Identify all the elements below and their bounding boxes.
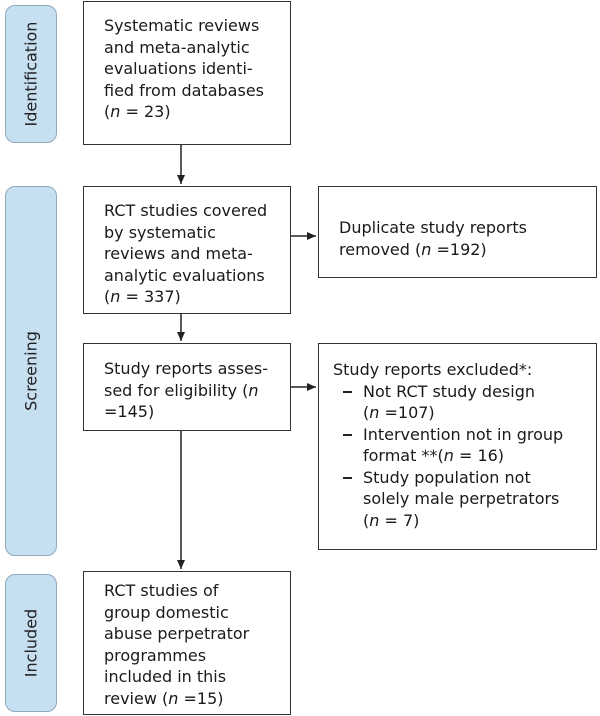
assessed-count: =145) [104, 402, 155, 421]
included-line-3: abuse perpetrator [104, 624, 250, 643]
included-line-2: group domestic [104, 602, 229, 622]
covered-count: (n = 337) [104, 287, 181, 306]
stage-included: Included [5, 574, 57, 712]
assessed-line-1: Study reports asses- [104, 359, 268, 378]
included-count: review (n =15) [104, 688, 224, 708]
stage-screening-label: Screening [21, 331, 41, 411]
covered-line-2: by systematic [104, 222, 216, 242]
box-covered: RCT studies covered by systematic review… [83, 186, 291, 314]
excluded-reason-not-rct: Not RCT study design (n =107) [333, 381, 586, 424]
stage-identification-label: Identification [21, 21, 41, 127]
identified-line-1: Systematic reviews [104, 16, 260, 35]
identified-line-4: fied from databases [104, 80, 264, 100]
excluded-title: Study reports excluded*: [333, 360, 533, 379]
included-line-1: RCT studies of [104, 581, 219, 600]
box-duplicates: Duplicate study reports removed (n =192) [318, 186, 597, 278]
covered-line-1: RCT studies covered [104, 201, 268, 220]
box-assessed: Study reports asses- sed for eligibility… [83, 343, 291, 431]
box-excluded: Study reports excluded*: Not RCT study d… [318, 343, 597, 550]
identified-line-3: evaluations identi- [104, 59, 253, 78]
box-included: RCT studies of group domestic abuse perp… [83, 571, 291, 715]
included-line-4: programmes [104, 645, 207, 665]
covered-line-4: analytic evaluations [104, 265, 265, 285]
excluded-reason-not-group: Intervention not in group format **(n = … [333, 424, 586, 467]
duplicates-count: removed (n =192) [339, 239, 487, 259]
assessed-line-2: sed for eligibility (n [104, 380, 259, 400]
identified-count: (n = 23) [104, 102, 171, 121]
excluded-reasons-list: Not RCT study design (n =107) Interventi… [333, 381, 586, 532]
duplicates-line-1: Duplicate study reports [339, 218, 527, 237]
included-line-5: included in this [104, 667, 227, 686]
stage-identification: Identification [5, 5, 57, 143]
identified-line-2: and meta-analytic [104, 37, 250, 57]
excluded-reason-population: Study population not solely male perpetr… [333, 467, 586, 532]
box-identified: Systematic reviews and meta-analytic eva… [83, 1, 291, 145]
covered-line-3: reviews and meta- [104, 244, 253, 263]
stage-included-label: Included [21, 608, 41, 678]
stage-screening: Screening [5, 186, 57, 556]
